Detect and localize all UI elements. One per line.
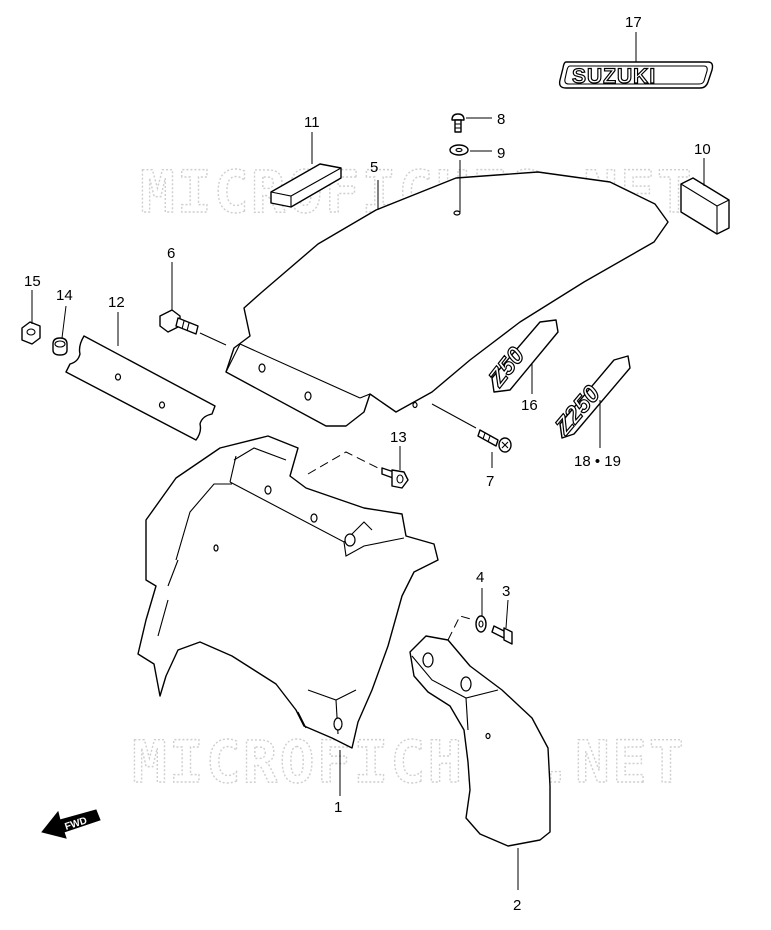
part-6-bolt xyxy=(159,309,199,335)
callout-9: 9 xyxy=(497,145,505,162)
part-14-collar xyxy=(52,337,68,356)
callout-18-19: 18 • 19 xyxy=(574,453,621,470)
part-11-pad xyxy=(270,163,342,208)
callout-16: 16 xyxy=(521,397,538,414)
callout-11: 11 xyxy=(304,114,320,131)
callout-15: 15 xyxy=(24,273,41,290)
watermark-bottom: MICROFICHES.NET xyxy=(132,728,686,796)
callout-8: 8 xyxy=(497,111,505,128)
part-9-grommet xyxy=(449,144,469,156)
part-1-rear-fender xyxy=(137,435,439,749)
part-5-rear-cowl xyxy=(225,171,669,427)
part-17-suzuki-emblem: SUZUKI xyxy=(558,61,714,89)
part-4-washer xyxy=(475,615,487,633)
part-3-bolt xyxy=(491,625,513,645)
part-13-bolt xyxy=(381,467,409,489)
part-18-19-model-badge: Z250 xyxy=(549,355,631,441)
part-7-screw xyxy=(477,429,512,453)
callout-7: 7 xyxy=(486,473,494,490)
callout-3: 3 xyxy=(502,583,510,600)
part-12-plate xyxy=(65,335,216,441)
callout-13: 13 xyxy=(390,429,407,446)
part-15-nut xyxy=(21,321,41,345)
callout-12: 12 xyxy=(108,294,125,311)
part-10-pad xyxy=(680,177,730,235)
suzuki-logo-text: SUZUKI xyxy=(572,65,656,88)
callout-17: 17 xyxy=(625,14,642,31)
callout-14: 14 xyxy=(56,287,73,304)
callout-2: 2 xyxy=(513,897,521,914)
part-2-mud-flap xyxy=(409,635,551,847)
callout-4: 4 xyxy=(476,569,484,586)
fwd-direction-arrow-icon: FWD xyxy=(41,809,101,839)
callout-10: 10 xyxy=(694,141,711,158)
callout-6: 6 xyxy=(167,245,175,262)
callout-1: 1 xyxy=(334,799,342,816)
part-8-screw xyxy=(451,113,465,133)
callout-5: 5 xyxy=(370,159,378,176)
